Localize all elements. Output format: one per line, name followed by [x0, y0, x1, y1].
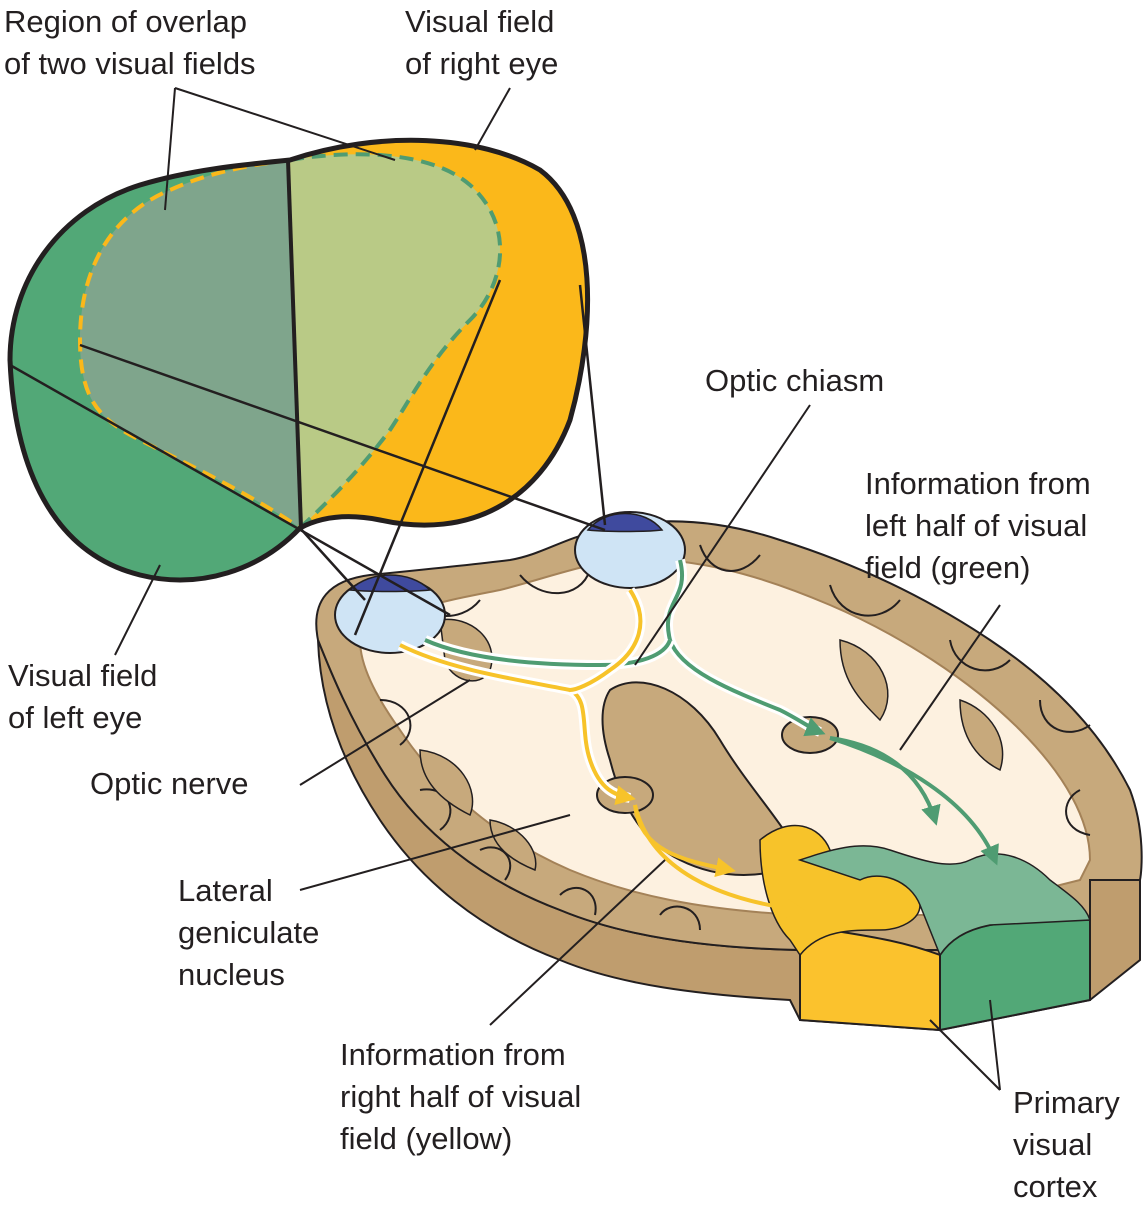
leader-lines: [114, 87, 1001, 1091]
right-eye-field-label: Visual field of right eye: [405, 4, 559, 81]
yellow-pathway: [397, 587, 806, 919]
optic-nerve-label: Optic nerve: [90, 766, 249, 801]
overlap-region-right: [290, 154, 501, 529]
green-pathway: [422, 558, 999, 866]
overlap-boundary-green: [289, 152, 502, 530]
primary-cortex-label: Primary visual cortex: [1013, 1085, 1120, 1204]
eye-icon-right: [574, 511, 686, 589]
overlap-boundary-yellow: [77, 158, 302, 530]
vertical-meridian: [286, 159, 303, 529]
right-half-info-label: Information from right half of visual fi…: [340, 1037, 582, 1156]
lgn-label: Lateral geniculate nucleus: [178, 873, 320, 992]
left-eye-field-label: Visual field of left eye: [8, 658, 158, 735]
brain-slice: [315, 520, 1143, 1032]
visual-field-diagram: [7, 137, 591, 583]
overlap-region-label: Region of overlap of two visual fields: [4, 4, 256, 81]
left-half-info-label: Information from left half of visual fie…: [865, 466, 1091, 585]
optic-chiasm-label: Optic chiasm: [705, 363, 885, 398]
